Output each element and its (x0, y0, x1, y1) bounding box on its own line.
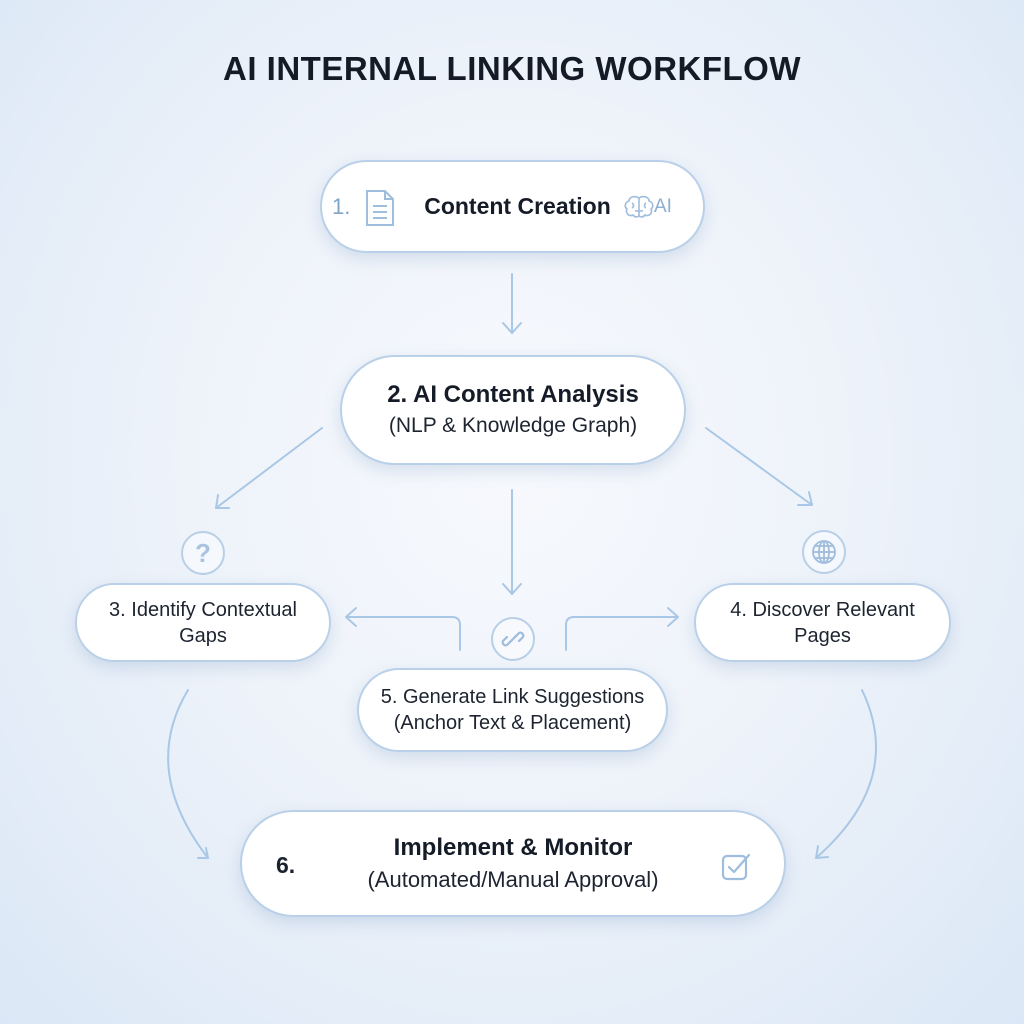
brain-icon (623, 195, 655, 224)
arrow-2-to-4 (705, 427, 813, 506)
node-label-line1: 4. Discover Relevant (730, 598, 915, 621)
ai-badge: AI (654, 196, 672, 217)
arrow-3-to-6 (167, 689, 209, 859)
arrow-2-to-3 (215, 427, 323, 509)
node-generate-link-suggestions[interactable]: 5. Generate Link Suggestions (Anchor Tex… (357, 668, 668, 752)
node-title: Implement & Monitor (393, 833, 633, 861)
node-label-line1: 3. Identify Contextual (109, 598, 297, 621)
arrow-5-to-4 (565, 607, 679, 651)
node-title: 2. AI Content Analysis (387, 381, 639, 408)
node-discover-relevant-pages[interactable]: 4. Discover Relevant Pages (694, 583, 951, 662)
arrow-5-to-3 (345, 607, 461, 651)
globe-icon (802, 530, 846, 574)
node-implement-monitor[interactable]: 6. Implement & Monitor (Automated/Manual… (240, 810, 786, 917)
arrow-2-to-5 (502, 489, 522, 595)
link-icon (491, 617, 535, 661)
step-number: 1. (332, 193, 351, 219)
arrow-4-to-6 (815, 689, 877, 859)
node-identify-contextual-gaps[interactable]: 3. Identify Contextual Gaps (75, 583, 331, 662)
diagram-title: AI INTERNAL LINKING WORKFLOW (223, 50, 801, 87)
node-subtitle: (NLP & Knowledge Graph) (388, 414, 638, 437)
step-number: 6. (276, 852, 296, 878)
question-icon: ? (181, 531, 225, 575)
node-content-creation[interactable]: 1. Content Creation AI (320, 160, 705, 253)
node-label-line2: Gaps (179, 624, 227, 647)
checkbox-icon (720, 850, 752, 887)
arrow-1-to-2 (502, 273, 522, 334)
node-ai-content-analysis[interactable]: 2. AI Content Analysis (NLP & Knowledge … (340, 355, 686, 465)
document-icon (364, 189, 396, 232)
node-label-line2: Pages (794, 624, 851, 647)
node-subtitle: (Automated/Manual Approval) (367, 866, 659, 892)
node-label-line2: (Anchor Text & Placement) (393, 712, 632, 734)
node-label: Content Creation (424, 193, 611, 219)
node-label-line1: 5. Generate Link Suggestions (380, 686, 645, 708)
